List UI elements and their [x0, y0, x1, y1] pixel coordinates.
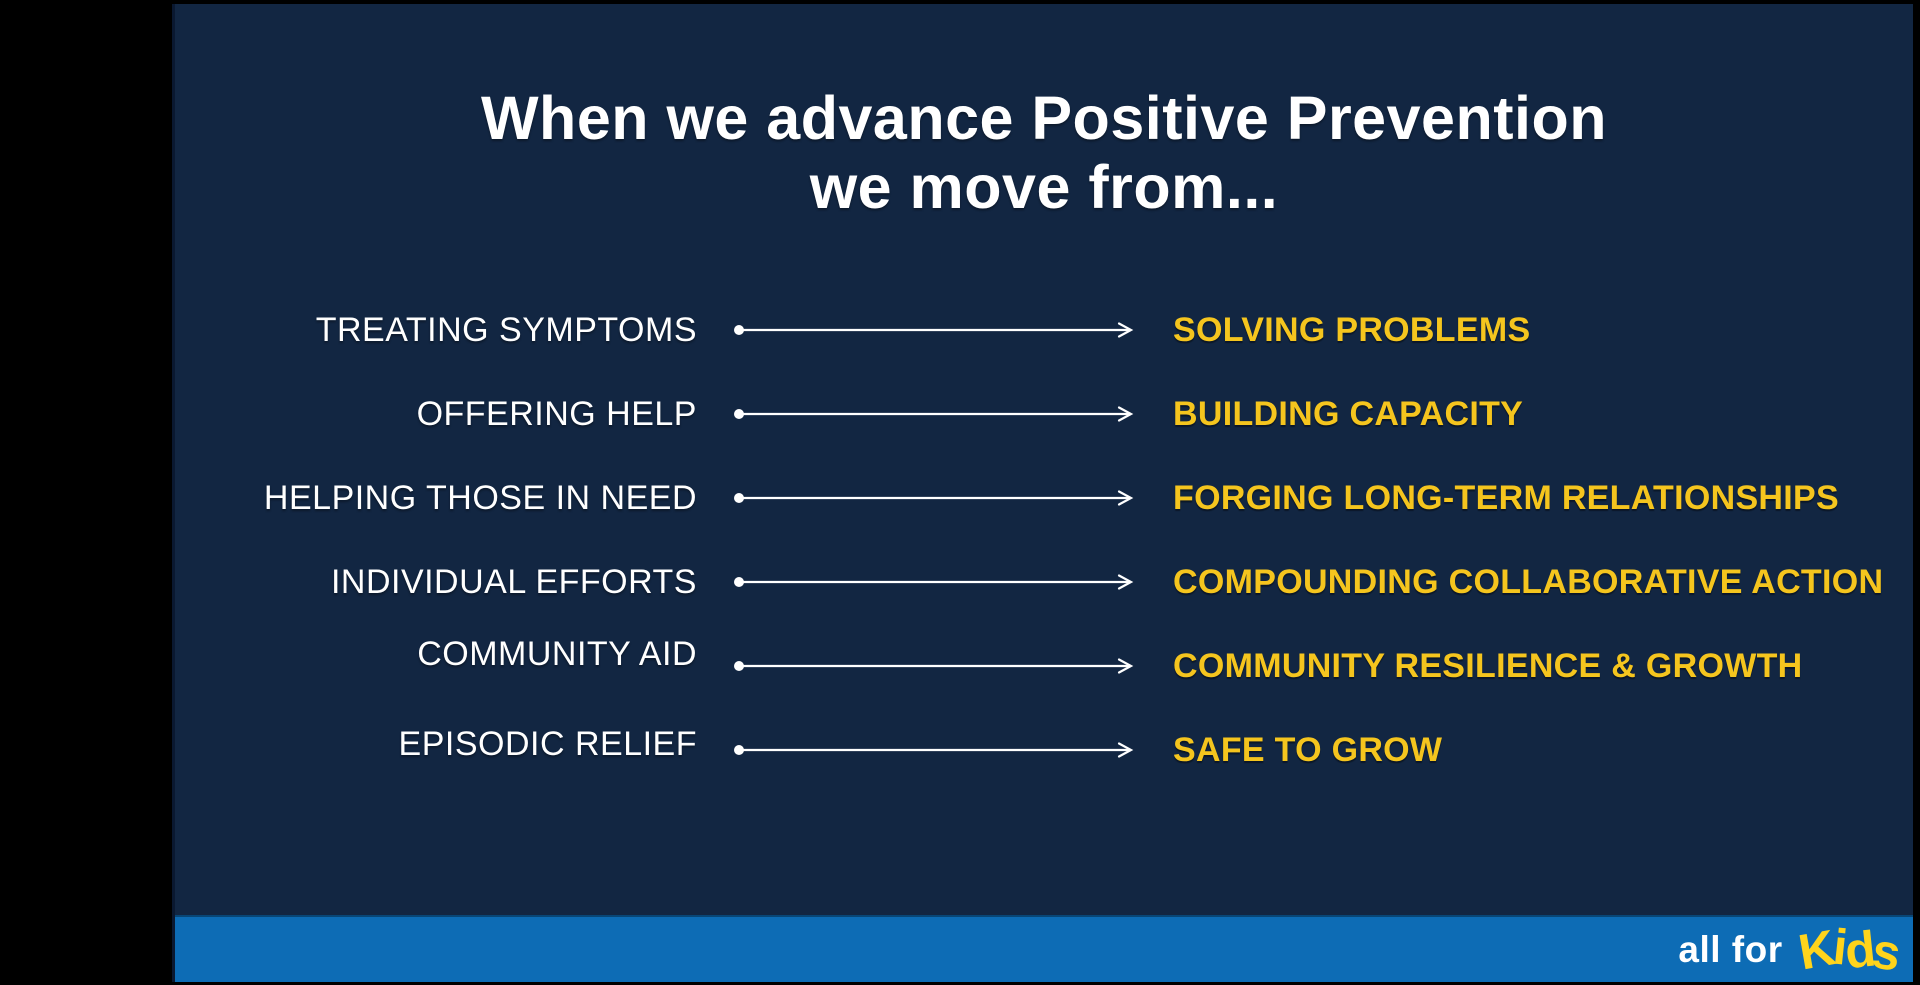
- mapping-row: OFFERING HELP BUILDING CAPACITY: [175, 372, 1913, 456]
- mapping-row: EPISODIC RELIEF SAFE TO GROW: [175, 708, 1913, 792]
- mapping-row: INDIVIDUAL EFFORTS COMPOUNDING COLLABORA…: [175, 540, 1913, 624]
- dot-line-arrow-right-icon: [734, 322, 1134, 338]
- mapping-row: HELPING THOSE IN NEED FORGING LONG-TERM …: [175, 456, 1913, 540]
- to-label: COMMUNITY RESILIENCE & GROWTH: [1173, 646, 1803, 685]
- mapping-row: COMMUNITY AID COMMUNITY RESILIENCE & GRO…: [175, 624, 1913, 708]
- dot-line-arrow-right-icon: [734, 742, 1134, 758]
- letterbox-left: [0, 0, 172, 985]
- slide-title-line-2: we move from...: [809, 153, 1279, 221]
- to-label: SOLVING PROBLEMS: [1173, 310, 1531, 349]
- to-label: BUILDING CAPACITY: [1173, 394, 1524, 433]
- dot-line-arrow-right-icon: [734, 406, 1134, 422]
- from-label: COMMUNITY AID: [417, 634, 697, 673]
- to-label: SAFE TO GROW: [1173, 730, 1443, 769]
- from-label: INDIVIDUAL EFFORTS: [330, 562, 697, 601]
- from-label: OFFERING HELP: [416, 394, 697, 433]
- from-label: HELPING THOSE IN NEED: [263, 478, 697, 517]
- mapping-row: TREATING SYMPTOMS SOLVING PROBLEMS: [175, 288, 1913, 372]
- dot-line-arrow-right-icon: [734, 490, 1134, 506]
- brand-prefix-label: all for: [1678, 928, 1783, 970]
- from-label: EPISODIC RELIEF: [398, 724, 697, 763]
- from-label: TREATING SYMPTOMS: [315, 310, 697, 349]
- to-label: FORGING LONG-TERM RELATIONSHIPS: [1173, 478, 1839, 517]
- mapping-rows: TREATING SYMPTOMS SOLVING PROBLEMS OFFER…: [175, 288, 1913, 792]
- slide-title-line-1: When we advance Positive Prevention: [480, 84, 1607, 152]
- to-label: COMPOUNDING COLLABORATIVE ACTION: [1173, 562, 1884, 601]
- slide-title: When we advance Positive Prevention we m…: [175, 84, 1913, 222]
- dot-line-arrow-right-icon: [734, 574, 1134, 590]
- dot-line-arrow-right-icon: [734, 658, 1134, 674]
- presentation-slide: When we advance Positive Prevention we m…: [172, 4, 1913, 982]
